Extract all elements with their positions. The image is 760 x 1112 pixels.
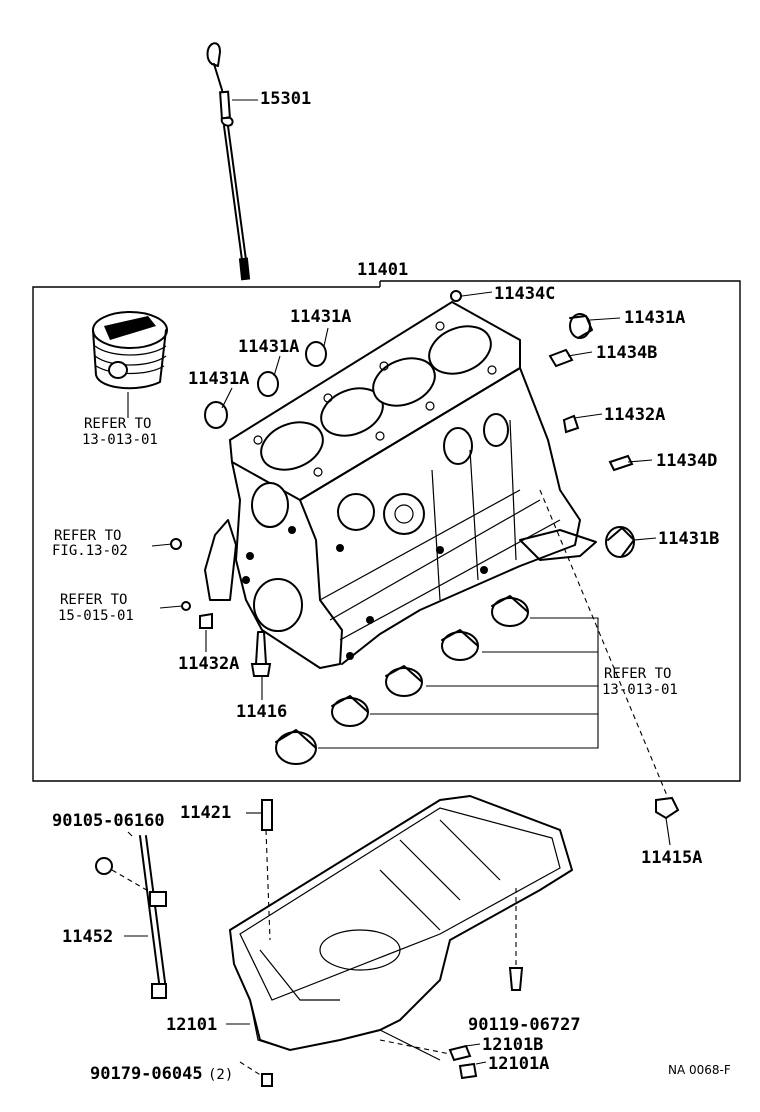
label-15301: 15301 — [260, 89, 311, 109]
plug-11434c — [450, 290, 462, 302]
label-11431a-right: 11431A — [624, 308, 685, 328]
label-12101b: 12101B — [482, 1035, 543, 1055]
label-12101: 12101 — [166, 1015, 217, 1035]
drain-plug-11415a — [655, 796, 680, 820]
label-11431a-top: 11431A — [290, 307, 351, 327]
label-12101a: 12101A — [488, 1054, 549, 1074]
main-bearings — [275, 595, 529, 765]
plug-11432a-right — [562, 414, 580, 434]
expansion-plugs — [204, 313, 635, 558]
ref-bearing-2: 13-013-01 — [602, 682, 678, 698]
gauge-guide-11452 — [95, 835, 167, 999]
ref-15-2: 15-015-01 — [58, 608, 134, 624]
piston — [92, 311, 168, 390]
plug-15015 — [181, 601, 191, 611]
stud-11421 — [261, 799, 273, 831]
label-11431a-left: 11431A — [188, 369, 249, 389]
label-11431a-mid: 11431A — [238, 337, 299, 357]
bolt-90179 — [261, 1073, 273, 1087]
label-11432a-right: 11432A — [604, 405, 665, 425]
ref-piston-2: 13-013-01 — [82, 432, 158, 448]
label-11432a-left: 11432A — [178, 654, 239, 674]
bolt-11416 — [250, 631, 272, 677]
label-11434d: 11434D — [656, 451, 717, 471]
ref-bearing-1: REFER TO — [604, 666, 671, 682]
block-assembly-frame — [32, 280, 741, 782]
ref-piston-1: REFER TO — [84, 416, 151, 432]
label-11434b: 11434B — [596, 343, 657, 363]
cylinder-block — [204, 300, 597, 669]
label-11401: 11401 — [357, 260, 408, 280]
gasket-12101b — [448, 1044, 472, 1062]
oil-pan — [228, 794, 574, 1061]
label-11452: 11452 — [62, 927, 113, 947]
label-11434c: 11434C — [494, 284, 555, 304]
plug-90119 — [508, 967, 524, 991]
label-11431b: 11431B — [658, 529, 719, 549]
ref-15-1: REFER TO — [60, 592, 127, 608]
label-90119: 90119-06727 — [468, 1015, 581, 1035]
label-90105: 90105-06160 — [52, 811, 165, 831]
label-90179: 90179-06045 — [90, 1064, 203, 1084]
ref-fig-2: FIG.13-02 — [52, 543, 128, 559]
stud-11434d — [608, 454, 634, 472]
label-11415a: 11415A — [641, 848, 702, 868]
plug-fig — [170, 538, 182, 550]
stud-11434b — [548, 348, 574, 368]
label-11421: 11421 — [180, 803, 231, 823]
plug-12101a — [458, 1062, 478, 1080]
oil-dipstick — [206, 42, 251, 281]
ref-fig-1: REFER TO — [54, 528, 121, 544]
label-11416: 11416 — [236, 702, 287, 722]
plug-11432a-left — [199, 612, 213, 629]
drawing-code: NA 0068-F — [668, 1063, 731, 1077]
label-90179-qty: (2) — [208, 1067, 233, 1083]
